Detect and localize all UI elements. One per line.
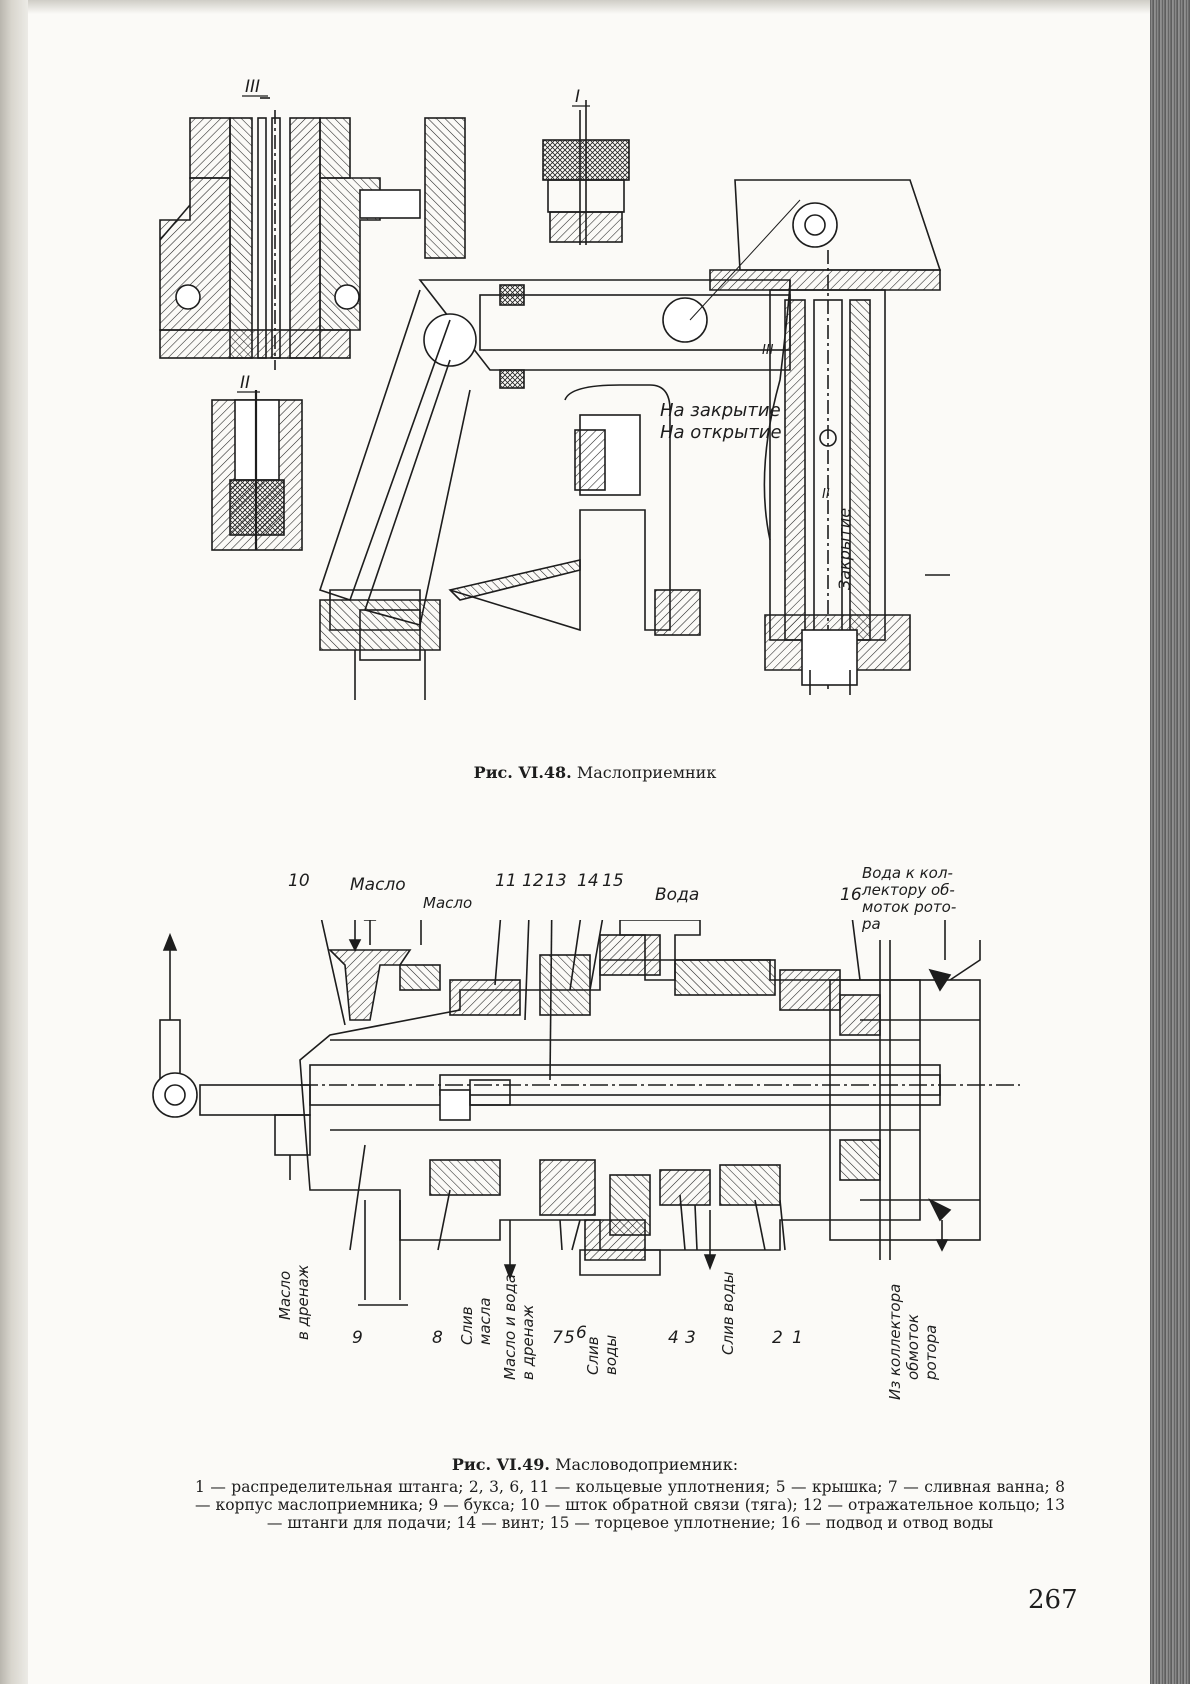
- callout-1: 1: [792, 1328, 803, 1348]
- callout-12: 12: [522, 871, 544, 891]
- label-maslo-i-voda-1: Масло и вода: [501, 1274, 519, 1380]
- label-iz-kollektora-1: Из коллектора: [886, 1284, 904, 1400]
- callout-2: 2: [772, 1328, 783, 1348]
- figure-48-caption: Рис. VI.48. Маслоприемник: [0, 763, 1190, 782]
- section-mark-III: III: [762, 343, 774, 358]
- figure-49-legend: 1 — распределительная штанга; 2, 3, 6, 1…: [195, 1478, 1065, 1532]
- label-voda-k-kollektoru-2: лектору об-: [861, 881, 955, 899]
- label-na-zakrytie: На закрытие: [660, 400, 781, 421]
- label-sliv-vody-2: воды: [602, 1335, 620, 1375]
- callout-4: 4: [668, 1328, 679, 1348]
- callout-14: 14: [577, 871, 599, 891]
- label-sliv-vody-single: Слив воды: [719, 1271, 737, 1355]
- page-number: 267: [1028, 1585, 1078, 1615]
- figure-49-labels: 10 Масло Масло 11 12 13 14 15 Вода 16 Во…: [276, 864, 956, 1400]
- scan-edge-left: [0, 0, 28, 1684]
- callout-9: 9: [352, 1328, 363, 1348]
- detail-label-I: I: [575, 87, 580, 107]
- detail-label-III: III: [245, 77, 260, 97]
- callout-6: 6: [576, 1323, 587, 1343]
- main-assembly-section: [318, 179, 950, 700]
- label-sliv-masla-2: масла: [476, 1297, 494, 1345]
- callout-8: 8: [432, 1328, 443, 1348]
- label-maslo-drenazh-2: в дренаж: [294, 1264, 312, 1340]
- label-iz-kollektora-2: обмоток: [904, 1314, 922, 1380]
- callout-10: 10: [288, 871, 310, 891]
- label-voda-k-kollektoru-1: Вода к кол-: [862, 864, 953, 882]
- detail-II-section: [211, 390, 303, 551]
- label-voda: Вода: [655, 885, 699, 905]
- figure-oil-water-receiver: [140, 878, 1090, 1550]
- callout-13: 13: [545, 871, 567, 891]
- callout-16: 16: [840, 885, 862, 905]
- figure-48-title: Маслоприемник: [576, 763, 717, 782]
- oil-receiver-drawing: III I II III II На закрытие На открытие …: [159, 77, 950, 700]
- figure-oil-receiver: III I II III II На закрытие На открытие …: [150, 70, 1020, 760]
- label-maslo-i-voda-2: в дренаж: [519, 1304, 537, 1380]
- figure-48-number: Рис. VI.48.: [473, 763, 572, 782]
- label-maslo-in-2: Масло: [423, 894, 472, 912]
- detail-I-section: [542, 100, 630, 245]
- label-maslo-drenazh-1: Масло: [276, 1271, 294, 1320]
- label-voda-k-kollektoru-3: моток рото-: [862, 898, 956, 916]
- detail-III-section: [159, 97, 466, 370]
- scan-binding-right: [1150, 0, 1190, 1684]
- callout-5: 5: [564, 1328, 575, 1348]
- callout-15: 15: [602, 871, 624, 891]
- figure-49-title: Масловодоприемник:: [555, 1455, 739, 1474]
- figure-49-number: Рис. VI.49.: [451, 1455, 550, 1474]
- label-voda-k-kollektoru-4: ра: [861, 915, 881, 933]
- scan-edge-top: [0, 0, 1190, 14]
- label-maslo-in: Масло: [350, 875, 406, 895]
- callout-3: 3: [685, 1328, 696, 1348]
- oil-water-receiver-drawing: [152, 878, 1020, 1306]
- callout-11: 11: [495, 871, 517, 891]
- callout-7: 7: [552, 1328, 563, 1348]
- label-iz-kollektora-3: ротора: [922, 1325, 940, 1381]
- section-mark-II: II: [822, 487, 830, 502]
- label-na-otkrytie: На открытие: [660, 422, 782, 443]
- label-sliv-masla-1: Слив: [458, 1306, 476, 1345]
- detail-label-II: II: [240, 373, 250, 393]
- label-zakrytie-vertical: Закрытие: [835, 508, 854, 590]
- figure-49-caption: Рис. VI.49. Масловодоприемник:: [0, 1455, 1190, 1474]
- label-sliv-vody-1: Слив: [584, 1336, 602, 1375]
